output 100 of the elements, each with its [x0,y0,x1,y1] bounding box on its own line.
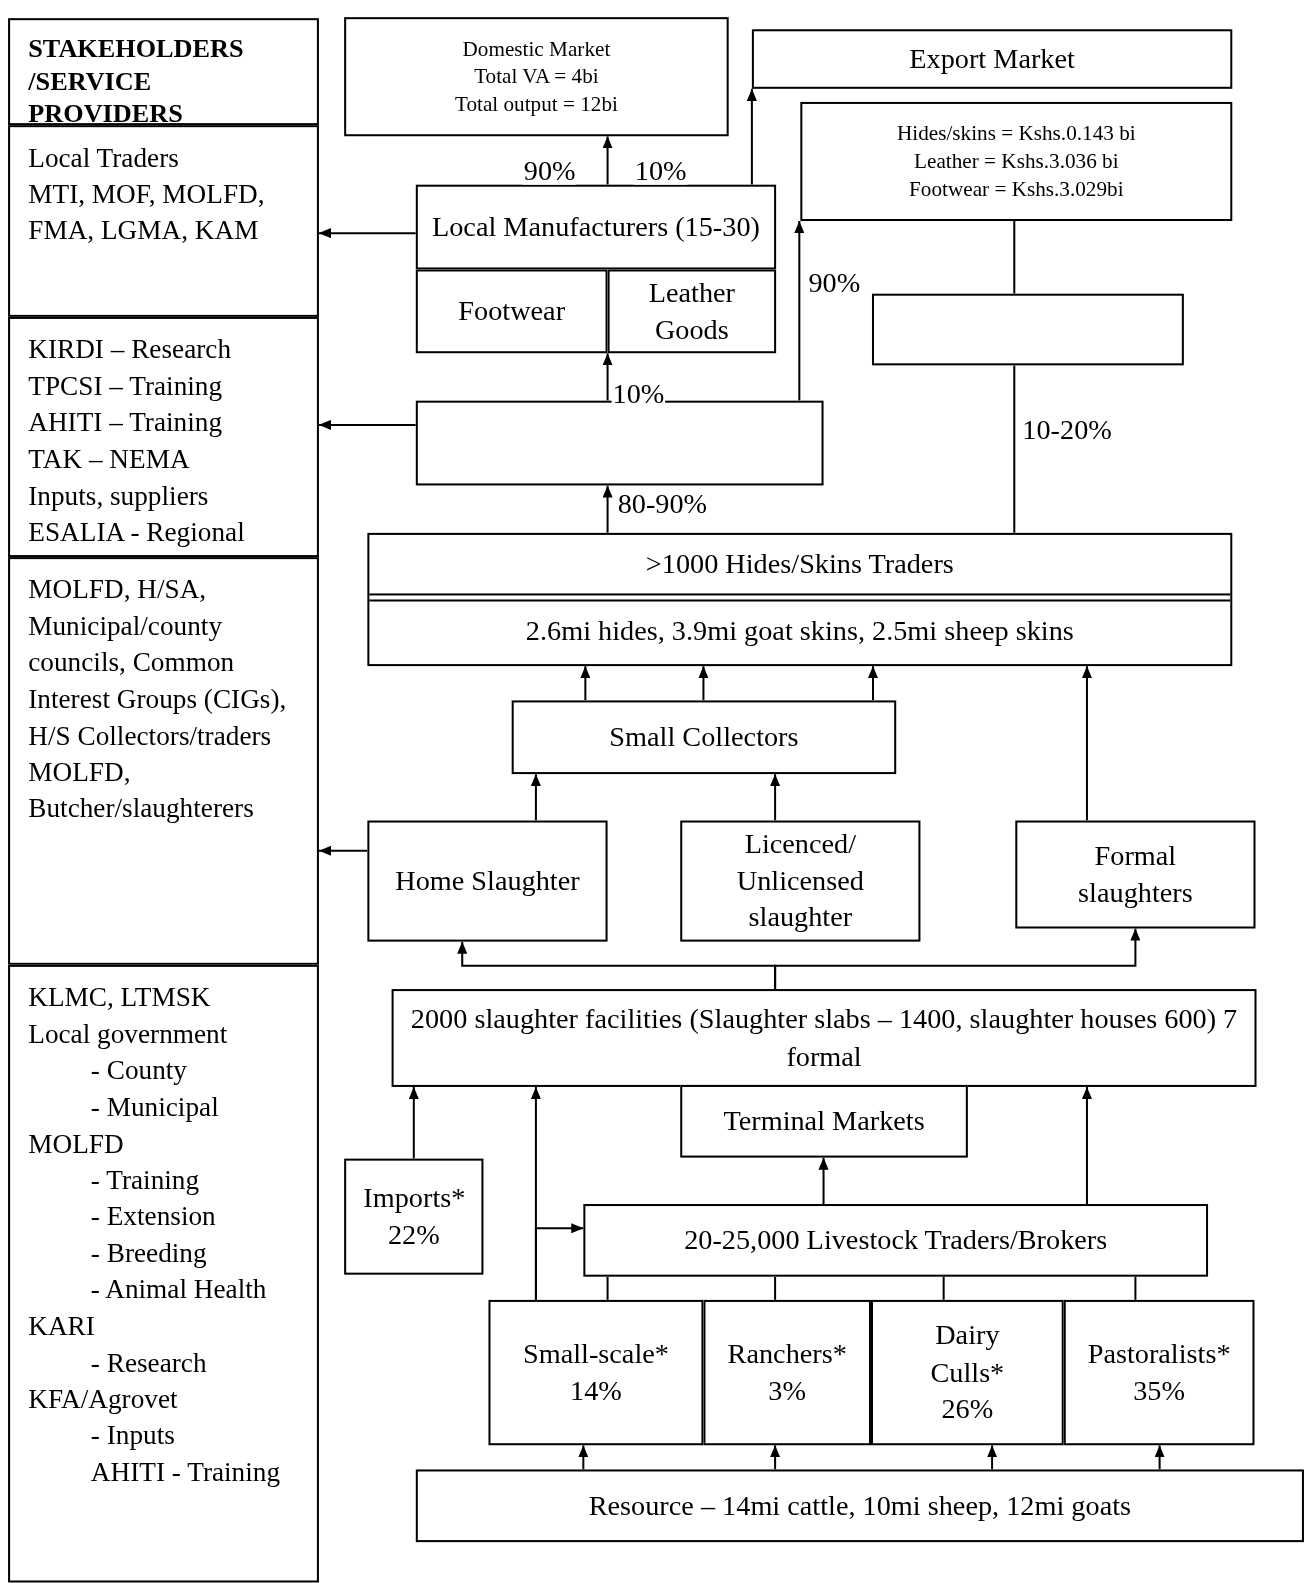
node-text: MOLFD, Butcher/slaughterers [28,755,255,826]
arrow [746,88,757,185]
node-text: - County [89,1054,187,1088]
header-box [8,18,319,126]
process-box [680,820,921,942]
node-text: 20-25,000 Livestock Traders/Brokers [684,1223,1108,1258]
process-box [415,1469,1304,1543]
node-text: Local government [28,1017,228,1051]
node-text: MOLFD, H/SA, Municipal/county councils, Common Interest Groups (CIGs), [28,573,288,717]
node-text: Ranchers* 3% [726,1336,848,1408]
process-box [391,989,1257,1087]
arrow [534,1223,584,1300]
arrow [1154,1445,1165,1470]
node-text: Leather Goods [647,275,736,347]
node-text: TAK – NEMA [28,442,190,476]
node-text: Terminal Markets [723,1103,925,1139]
node-text: Resource – 14mi cattle, 10mi sheep, 12mi goats [588,1488,1132,1523]
node-text: - Inputs [89,1419,175,1453]
process-box [1015,820,1256,929]
node-text: ESALIA - Regional [28,515,245,549]
connector-line [942,1276,945,1300]
arrow [602,136,613,185]
arrow [578,1445,589,1470]
node-text: >1000 Hides/Skins Traders [645,546,954,582]
arrow [987,1445,998,1470]
stakeholder-box [8,557,319,965]
node-text: Inputs, suppliers [28,479,209,513]
arrow [318,419,416,430]
node-text: KLMC, LTMSK [28,981,211,1015]
node-text: Leather = Kshs.3.036 bi [914,147,1119,175]
node-text: Export Market [909,41,1075,76]
process-box [680,1084,968,1158]
node-text: MOLFD [28,1127,124,1161]
arrow [408,1086,419,1159]
node-text: - Municipal [89,1090,219,1124]
node-text: AHITI - Training [89,1455,281,1489]
node-text: - Training [89,1163,200,1197]
process-box [583,1204,1209,1277]
node-text: Total output = 12bi [454,90,618,118]
connector-line [1013,365,1016,533]
arrow [818,1157,829,1205]
arrow [698,666,709,701]
connector-line [606,1276,609,1300]
node-text: KFA/Agrovet [28,1382,178,1416]
empty-box [872,293,1184,366]
node-text: Formal slaughters [1077,838,1194,910]
process-box [344,1158,484,1275]
node-text: H/S Collectors/traders [28,719,272,753]
stakeholder-box [8,125,319,317]
node-text: Pastoralists* 35% [1086,1336,1232,1408]
arrow [318,228,416,239]
node-text: AHITI – Training [28,406,223,440]
node-text: Licenced/ Unlicensed slaughter [735,827,865,935]
node-text: Footwear [458,294,566,329]
process-box [871,1299,1064,1446]
process-box [367,820,608,942]
process-box [751,29,1233,89]
arrow [580,666,591,701]
node-text: - Research [89,1346,207,1380]
connector-line [1134,1276,1137,1300]
node-text: Home Slaughter [395,863,580,898]
node-text: 2.6mi hides, 3.9mi goat skins, 2.5mi sheep skins [525,613,1074,648]
process-box [703,1299,871,1446]
process-box [415,184,777,270]
node-text: Imports* 22% [363,1180,465,1252]
process-box [488,1299,704,1446]
arrow [530,774,541,821]
process-box [415,269,608,354]
node-text: Small Collectors [609,719,799,755]
node-text: Local Traders [28,141,179,175]
arrow [794,221,805,401]
process-box [511,700,897,775]
process-box [367,532,1233,667]
node-text: KIRDI – Research [28,333,232,367]
stakeholder-box [8,316,319,558]
node-text: KARI [28,1309,95,1343]
node-text: Small-scale* 14% [522,1336,670,1408]
arrow [770,774,781,821]
arrow [774,928,1141,990]
process-box [800,101,1233,221]
arrow [1081,666,1092,821]
arrow [318,845,368,856]
process-box [344,17,729,137]
stakeholder-box [8,964,319,1583]
node-text: Footwear = Kshs.3.029bi [909,175,1124,203]
arrow [602,353,613,401]
arrow [770,1445,781,1470]
node-text: MTI, MOF, MOLFD, FMA, LGMA, KAM [28,177,266,248]
node-text: Hides/skins = Kshs.0.143 bi [897,120,1136,148]
node-text: Total VA = 4bi [474,62,599,91]
node-text: TPCSI – Training [28,369,223,403]
node-text: Local Manufacturers (15-30) [431,209,760,244]
node-text: - Breeding [89,1236,207,1270]
connector-line [774,1276,777,1300]
arrow [602,485,613,533]
process-box [607,269,777,354]
arrow [867,666,879,701]
node-text: - Extension [89,1200,216,1234]
node-text: Domestic Market [462,35,611,63]
node-text: 2000 slaughter facilities (Slaughter slabs – 1400, slaughter houses 600) 7 formal [409,1002,1239,1074]
